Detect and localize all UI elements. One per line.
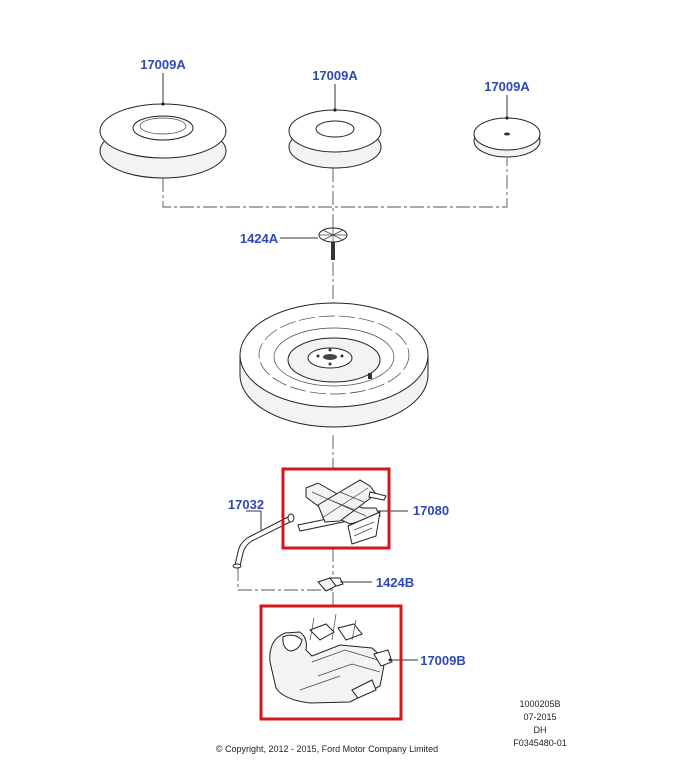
- info-line-4: F0345480-01: [513, 738, 567, 748]
- copyright-notice: © Copyright, 2012 - 2015, Ford Motor Com…: [216, 744, 438, 754]
- wheel-cover-medium[interactable]: [288, 109, 382, 169]
- wheel-cover-large[interactable]: [99, 103, 227, 179]
- info-line-2: 07-2015: [523, 712, 556, 722]
- label-bolt: 1424A: [240, 231, 279, 246]
- label-storage-tray: 17009B: [420, 653, 466, 668]
- info-line-1: 1000205B: [519, 699, 560, 709]
- label-wheel-cover-small: 17009A: [484, 79, 530, 94]
- info-line-3: DH: [534, 725, 547, 735]
- spare-tire[interactable]: [239, 302, 429, 428]
- jack-highlight-box: [281, 467, 391, 550]
- clip-part[interactable]: [317, 577, 344, 592]
- label-clip: 1424B: [376, 575, 414, 590]
- label-wheel-wrench: 17032: [228, 497, 264, 512]
- tray-highlight-box: [259, 604, 403, 721]
- label-scissor-jack: 17080: [413, 503, 449, 518]
- label-wheel-cover-medium: 17009A: [312, 68, 358, 83]
- scissor-jack[interactable]: [297, 479, 387, 545]
- storage-tray[interactable]: [269, 613, 393, 704]
- label-wheel-cover-large: 17009A: [140, 57, 186, 72]
- bolt-part[interactable]: [318, 227, 348, 260]
- wheel-wrench[interactable]: [232, 513, 295, 569]
- wheel-cover-small[interactable]: [473, 117, 541, 158]
